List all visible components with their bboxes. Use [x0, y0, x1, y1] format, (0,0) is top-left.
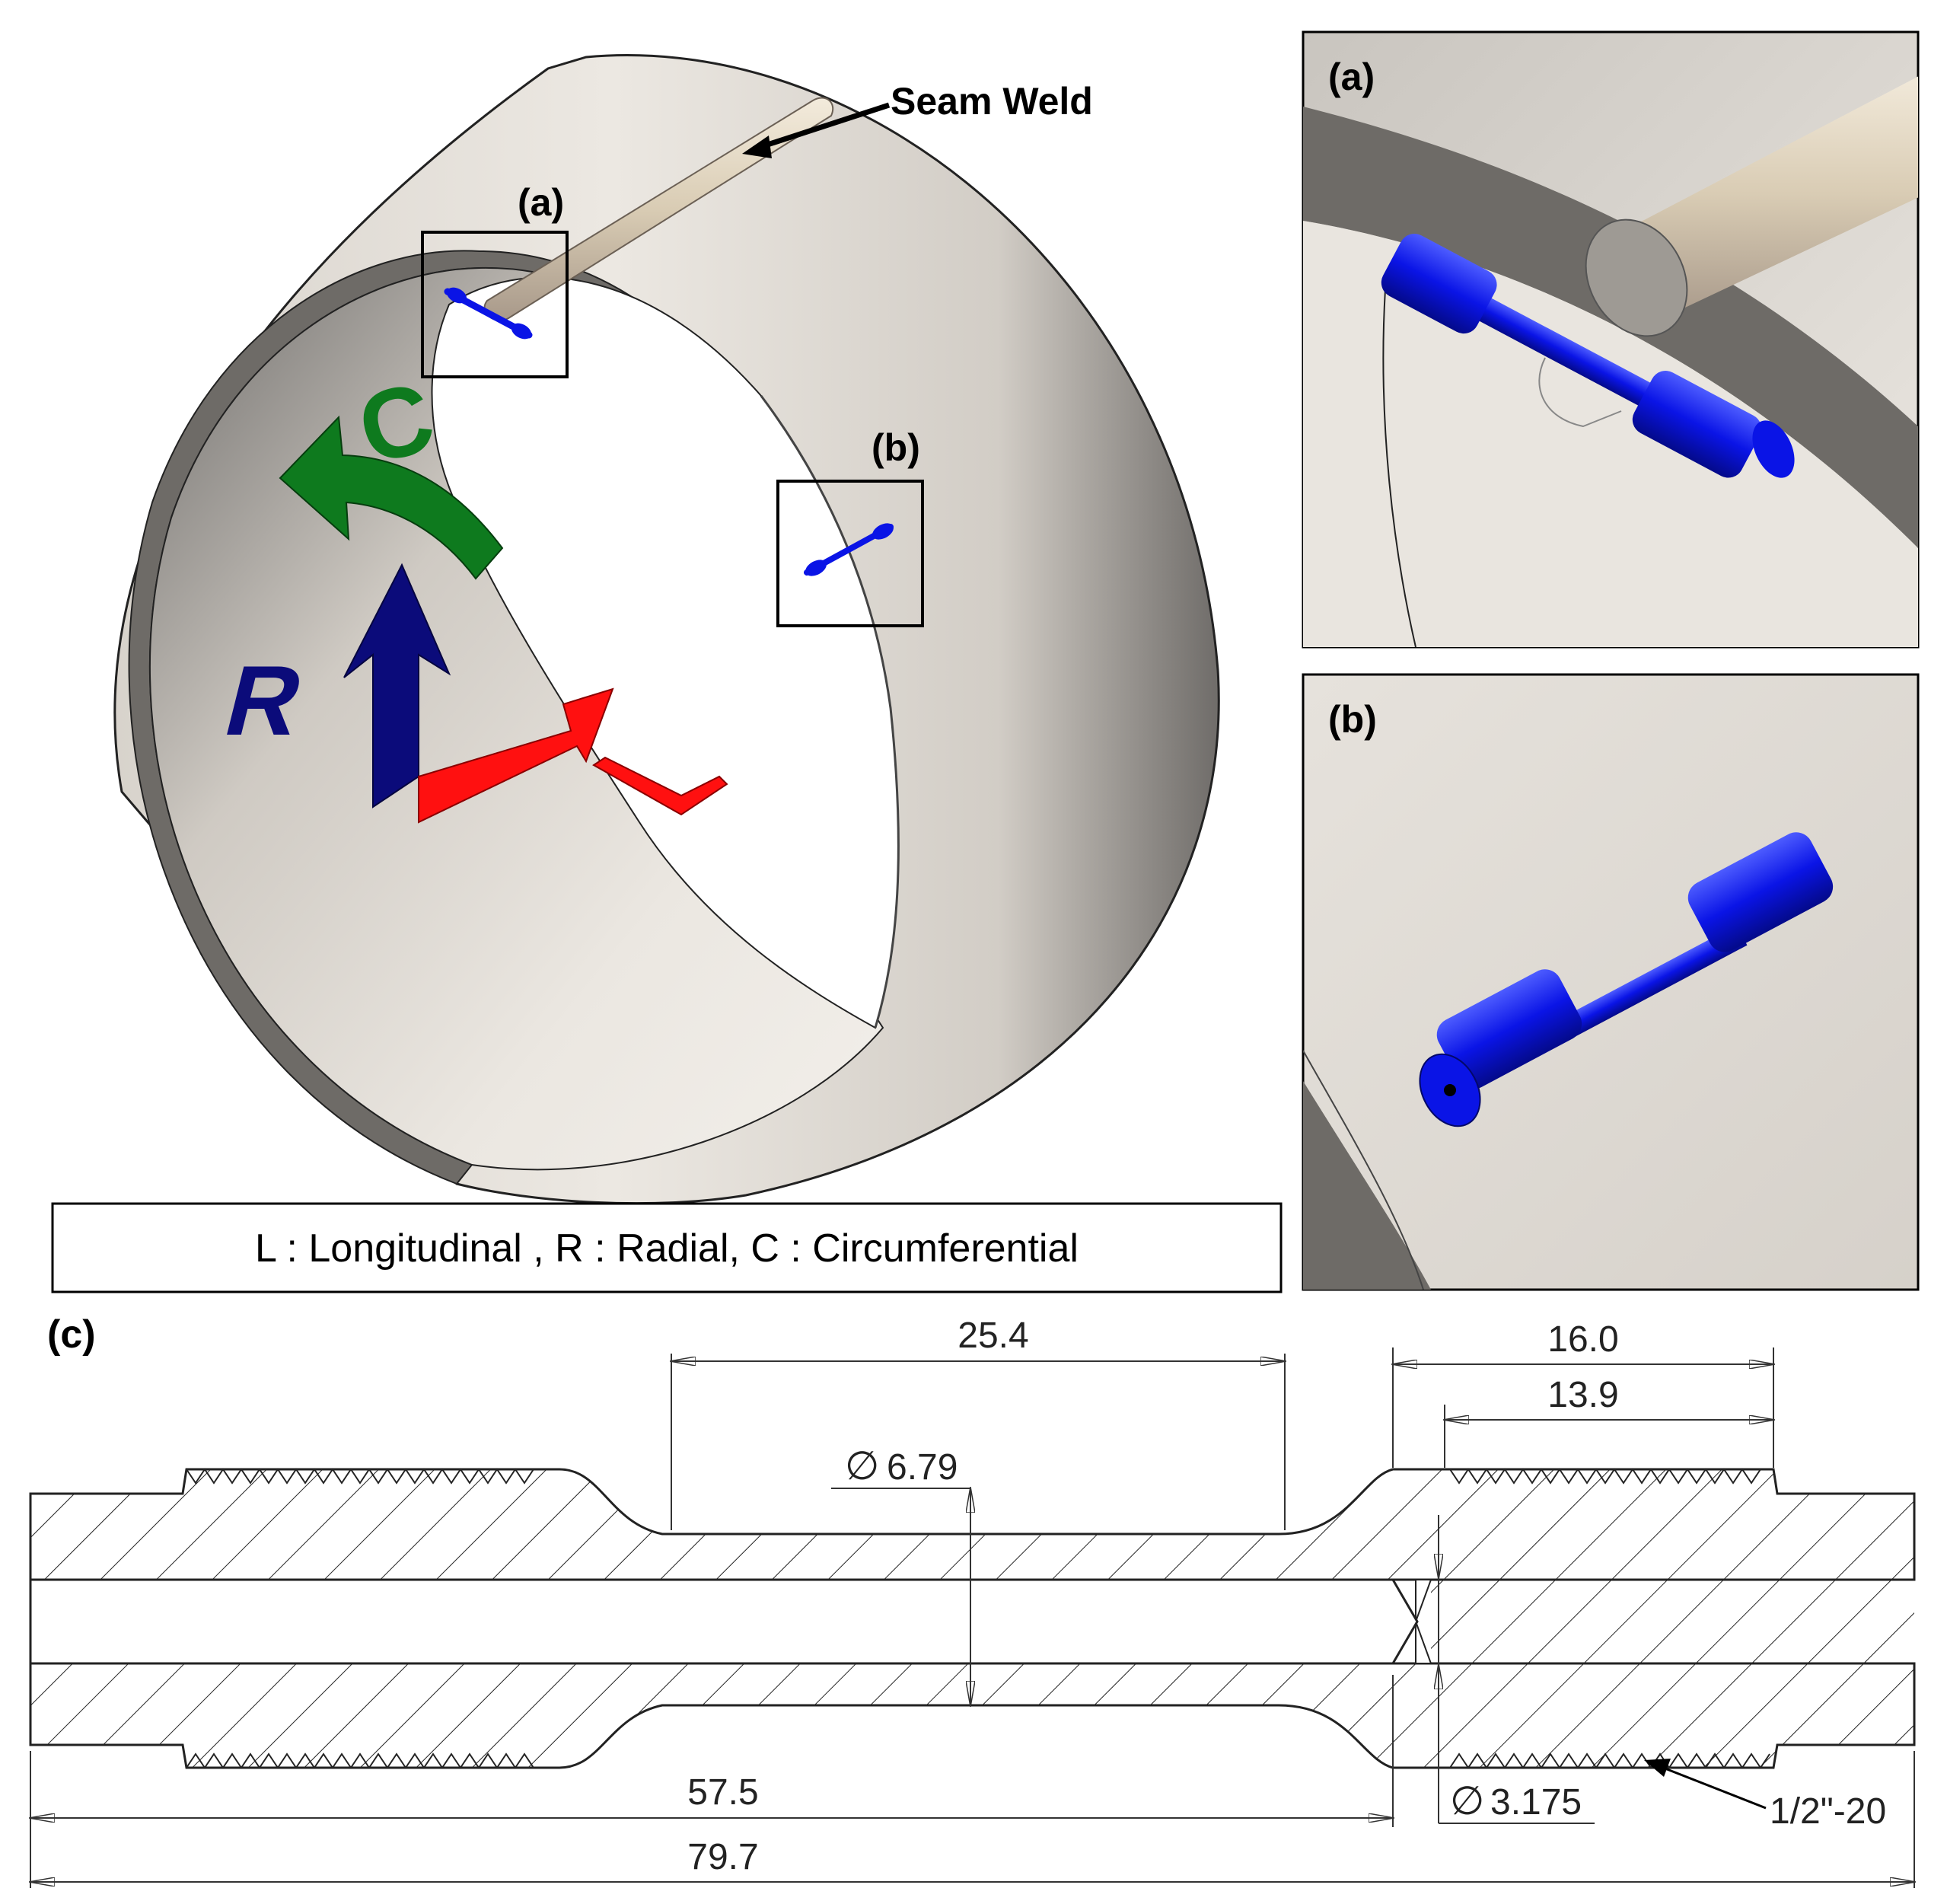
inset-b: (b) [1302, 673, 1920, 1291]
specimen-small-b [804, 523, 894, 576]
detail-box-b [776, 480, 924, 627]
seam-weld-arrow [752, 102, 891, 152]
inset-b-label: (b) [1328, 698, 1377, 741]
dim-bore-diameter: ∅ 3.175 [1439, 1515, 1595, 1824]
detail-box-a [421, 231, 569, 378]
thread-top-left [186, 1468, 534, 1485]
dim-gauge-length: 25.4 [671, 1316, 1285, 1530]
thread-spec-callout: 1/2"-20 [1644, 1759, 1886, 1832]
bore [29, 1578, 1419, 1665]
radial-arrow [343, 563, 451, 808]
inset-a-rim [1303, 107, 1918, 548]
axis-l-label: L [0, 0, 1, 1]
dim-thread-outer: 16.0 [1393, 1319, 1773, 1468]
longitudinal-arrow [418, 687, 614, 824]
detail-box-b-label: (b) [872, 426, 920, 469]
dim-overall-length-text: 79.7 [687, 1837, 758, 1877]
ring-view: Seam Weld (a) (b) C R L [0, 0, 1220, 1205]
thread-spec-text: 1/2"-20 [1770, 1791, 1886, 1832]
dim-overall-length: 79.7 [30, 1751, 1914, 1888]
inset-a-specimen [1381, 234, 1795, 478]
legend-text: L : Longitudinal , R : Radial, C : Circu… [255, 1226, 1079, 1271]
axis-l-glyph [592, 756, 728, 816]
dim-gauge-diameter: ∅ 6.79 [831, 1444, 970, 1705]
dim-thread-inner: 13.9 [1445, 1375, 1773, 1468]
inset-b-rim [1303, 1081, 1431, 1290]
seam-weld-arrowhead [742, 136, 772, 158]
thread-bottom-right [1449, 1753, 1770, 1769]
dim-bore-diameter-text: 3.175 [1490, 1782, 1582, 1823]
inset-a-weld [1614, 76, 1918, 320]
dim-thread-inner-text: 13.9 [1547, 1375, 1618, 1415]
detail-box-a-label: (a) [518, 181, 564, 224]
dim-bore-depth-text: 57.5 [687, 1772, 758, 1813]
thread-bottom-left [186, 1753, 534, 1769]
inset-b-specimen [1419, 832, 1834, 1127]
technical-drawing: (c) 25.4 16.0 [30, 1312, 1914, 1888]
legend-box [51, 1202, 1283, 1293]
ring-back-rim [760, 395, 900, 1029]
seam-weld-label: Seam Weld [891, 80, 1093, 123]
dim-bore-diameter-symbol: ∅ [1450, 1779, 1484, 1823]
drawing-c-label: (c) [47, 1312, 96, 1357]
dim-thread-outer-text: 16.0 [1547, 1319, 1618, 1360]
inset-a-label: (a) [1328, 56, 1375, 98]
circumferential-arrow [279, 415, 504, 580]
inset-a: (a) [1302, 30, 1920, 649]
dim-gauge-diameter-symbol: ∅ [845, 1444, 879, 1488]
specimen-small-a [444, 287, 533, 340]
dim-gauge-length-text: 25.4 [958, 1316, 1028, 1356]
dim-bore-depth: 57.5 [30, 1675, 1393, 1888]
dim-gauge-diameter-text: 6.79 [887, 1447, 958, 1488]
thread-top-right [1449, 1468, 1761, 1485]
